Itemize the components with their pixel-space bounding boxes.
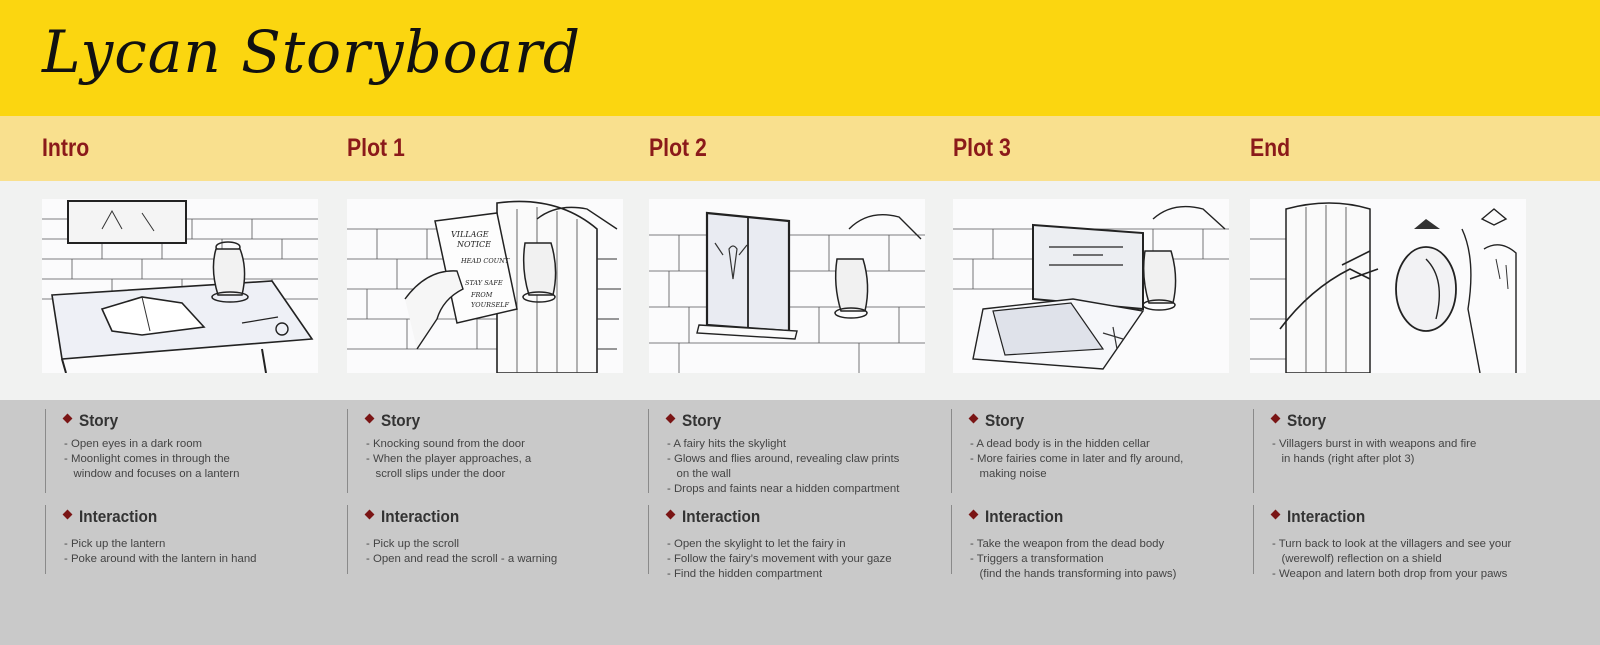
interaction-block-intro: Interaction - Pick up the lantern - Poke…	[45, 505, 325, 574]
heading-plot-1: Plot 1	[347, 134, 405, 162]
story-block-plot-1: Story - Knocking sound from the door - W…	[347, 409, 627, 493]
story-line: making noise	[970, 468, 1047, 480]
bullet-icon	[1270, 509, 1281, 519]
story-line: - Villagers burst in with weapons and fi…	[1272, 438, 1477, 450]
interaction-line: - Pick up the lantern	[64, 538, 166, 550]
story-block-plot-3: Story - A dead body is in the hidden cel…	[951, 409, 1241, 493]
bullet-icon	[364, 509, 375, 519]
column-heading-band: Intro Plot 1 Plot 2 Plot 3 End	[0, 116, 1600, 181]
interaction-line: - Pick up the scroll	[366, 538, 460, 550]
interaction-line: - Poke around with the lantern in hand	[64, 553, 257, 565]
interaction-line: - Take the weapon from the dead body	[970, 538, 1165, 550]
interaction-block-end: Interaction - Turn back to look at the v…	[1253, 505, 1553, 580]
story-title: Story	[79, 411, 119, 430]
sketch-plot-3	[953, 199, 1229, 373]
bullet-icon	[665, 413, 676, 423]
story-line: - Drops and faints near a hidden compart…	[667, 483, 900, 495]
story-line: window and focuses on a lantern	[64, 468, 240, 480]
interaction-line: - Triggers a transformation	[970, 553, 1104, 565]
story-line: - When the player approaches, a	[366, 453, 532, 465]
notice-line-4: STAY SAFE	[465, 279, 503, 287]
sketch-plot-2-drawing	[649, 211, 925, 373]
bullet-icon	[968, 509, 979, 519]
bullet-icon	[665, 509, 676, 519]
story-line: - Knocking sound from the door	[366, 438, 525, 450]
story-line: on the wall	[667, 468, 731, 480]
heading-intro: Intro	[42, 134, 90, 162]
story-title: Story	[985, 411, 1025, 430]
interaction-line: - Turn back to look at the villagers and…	[1272, 538, 1512, 550]
notice-line-5: FROM	[470, 291, 493, 299]
bullet-icon	[1270, 413, 1281, 423]
bullet-icon	[968, 413, 979, 423]
sketch-plot-1: VILLAGE NOTICE HEAD COUNT STAY SAFE FROM…	[347, 199, 623, 373]
notice-line-6: YOURSELF	[471, 301, 510, 309]
sketch-end-drawing	[1250, 202, 1517, 373]
interaction-line: - Follow the fairy’s movement with your …	[667, 553, 892, 565]
story-line: in hands (right after plot 3)	[1272, 453, 1415, 465]
interaction-title: Interaction	[1287, 507, 1366, 526]
interaction-block-plot-3: Interaction - Take the weapon from the d…	[951, 505, 1241, 580]
story-block-plot-2: Story - A fairy hits the skylight - Glow…	[648, 409, 938, 495]
story-block-end: Story - Villagers burst in with weapons …	[1253, 409, 1553, 493]
interaction-line: - Open and read the scroll - a warning	[366, 553, 558, 565]
interaction-line: (werewolf) reflection on a shield	[1272, 553, 1442, 565]
interaction-title: Interaction	[682, 507, 761, 526]
bullet-icon	[62, 413, 73, 423]
story-title: Story	[381, 411, 421, 430]
sketch-end	[1250, 199, 1526, 373]
bullet-icon	[364, 413, 375, 423]
interaction-line: - Open the skylight to let the fairy in	[667, 538, 846, 550]
story-line: - More fairies come in later and fly aro…	[970, 453, 1184, 465]
story-title: Story	[682, 411, 722, 430]
heading-plot-3: Plot 3	[953, 134, 1011, 162]
sketch-plot-3-drawing	[953, 205, 1229, 370]
story-line: - Moonlight comes in through the	[64, 453, 230, 465]
interaction-block-plot-2: Interaction - Open the skylight to let t…	[648, 505, 938, 580]
interaction-title: Interaction	[79, 507, 158, 526]
heading-plot-2: Plot 2	[649, 134, 707, 162]
header-banner: Lycan Storyboard	[0, 0, 1600, 116]
story-line: - Open eyes in a dark room	[64, 438, 203, 450]
story-line: - A fairy hits the skylight	[667, 438, 787, 450]
heading-end: End	[1250, 134, 1291, 162]
story-line: scroll slips under the door	[366, 468, 506, 480]
story-block-intro: Story - Open eyes in a dark room - Moonl…	[45, 409, 325, 493]
details-panel: Story - Open eyes in a dark room - Moonl…	[0, 400, 1600, 645]
sketch-plot-2	[649, 199, 925, 373]
story-title: Story	[1287, 411, 1327, 430]
bullet-icon	[62, 509, 73, 519]
interaction-line: - Find the hidden compartment	[667, 568, 823, 580]
notice-line-3: HEAD COUNT	[460, 257, 510, 265]
page-title: Lycan Storyboard	[42, 18, 582, 86]
story-line: - Glows and flies around, revealing claw…	[667, 453, 900, 465]
sketch-intro	[42, 199, 318, 373]
sketch-plot-1-drawing: VILLAGE NOTICE HEAD COUNT STAY SAFE FROM…	[347, 200, 621, 373]
interaction-title: Interaction	[985, 507, 1064, 526]
interaction-title: Interaction	[381, 507, 460, 526]
sketch-intro-drawing	[42, 200, 318, 373]
storyboard-images: VILLAGE NOTICE HEAD COUNT STAY SAFE FROM…	[0, 181, 1600, 400]
story-line: - A dead body is in the hidden cellar	[970, 438, 1150, 450]
notice-line-2: NOTICE	[456, 240, 491, 249]
interaction-block-plot-1: Interaction - Pick up the scroll - Open …	[347, 505, 627, 574]
interaction-line: - Weapon and latern both drop from your …	[1272, 568, 1508, 580]
interaction-line: (find the hands transforming into paws)	[970, 568, 1177, 580]
notice-line-1: VILLAGE	[451, 230, 489, 239]
